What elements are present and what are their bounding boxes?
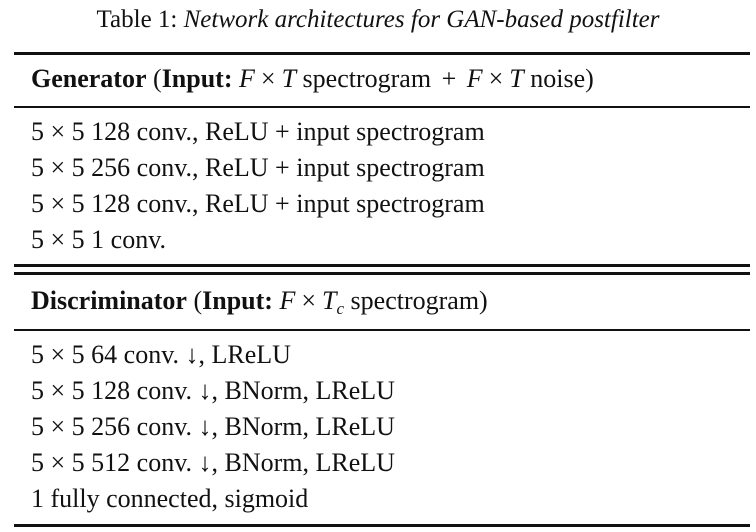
generator-row: 5 × 5 1 conv. [31,225,167,254]
discriminator-input-label: Input: [202,286,273,315]
generator-open-paren: ( [153,64,162,93]
generator-times-2: × [488,64,504,93]
discriminator-spectrogram-text: spectrogram) [350,286,488,315]
generator-var-t: T [281,64,297,93]
discriminator-header: Discriminator (Input: F×Tc spectrogram) [31,284,488,321]
generator-spectrogram-text: spectrogram [302,64,432,93]
generator-name: Generator [31,64,147,93]
discriminator-name: Discriminator [31,286,187,315]
discriminator-header-rule [14,329,750,331]
generator-row: 5 × 5 256 conv., ReLU + input spectrogra… [31,153,485,182]
generator-noise-text: noise) [530,64,594,93]
discriminator-row: 5 × 5 512 conv. ↓, BNorm, LReLU [31,448,395,477]
top-rule [14,52,750,55]
discriminator-times: × [301,286,317,315]
generator-var-f: F [239,64,255,93]
generator-row: 5 × 5 128 conv., ReLU + input spectrogra… [31,189,485,218]
generator-var-t-2: T [509,64,524,93]
discriminator-sub-c: c [336,299,345,318]
bottom-rule [14,524,750,527]
section-divider-top [14,264,750,267]
caption-label: Table 1: [96,6,178,33]
discriminator-var-f: F [279,286,296,315]
generator-times: × [260,64,276,93]
discriminator-row: 1 fully connected, sigmoid [31,484,309,513]
discriminator-open-paren: ( [193,286,203,315]
generator-header: Generator (Input: F×T spectrogram + F×T … [31,62,594,96]
section-divider-bottom [14,272,750,275]
table-caption: Table 1: Network architectures for GAN-b… [0,4,756,36]
generator-input-label: Input: [161,64,233,93]
generator-plus: + [441,64,457,93]
discriminator-var-t: T [322,286,337,315]
generator-header-rule [14,106,750,108]
discriminator-row: 5 × 5 128 conv. ↓, BNorm, LReLU [31,376,395,405]
discriminator-row: 5 × 5 256 conv. ↓, BNorm, LReLU [31,412,395,441]
caption-title: Network architectures for GAN-based post… [183,6,660,33]
generator-row: 5 × 5 128 conv., ReLU + input spectrogra… [31,117,485,146]
generator-var-f-2: F [466,64,483,93]
discriminator-row: 5 × 5 64 conv. ↓, LReLU [31,340,291,369]
